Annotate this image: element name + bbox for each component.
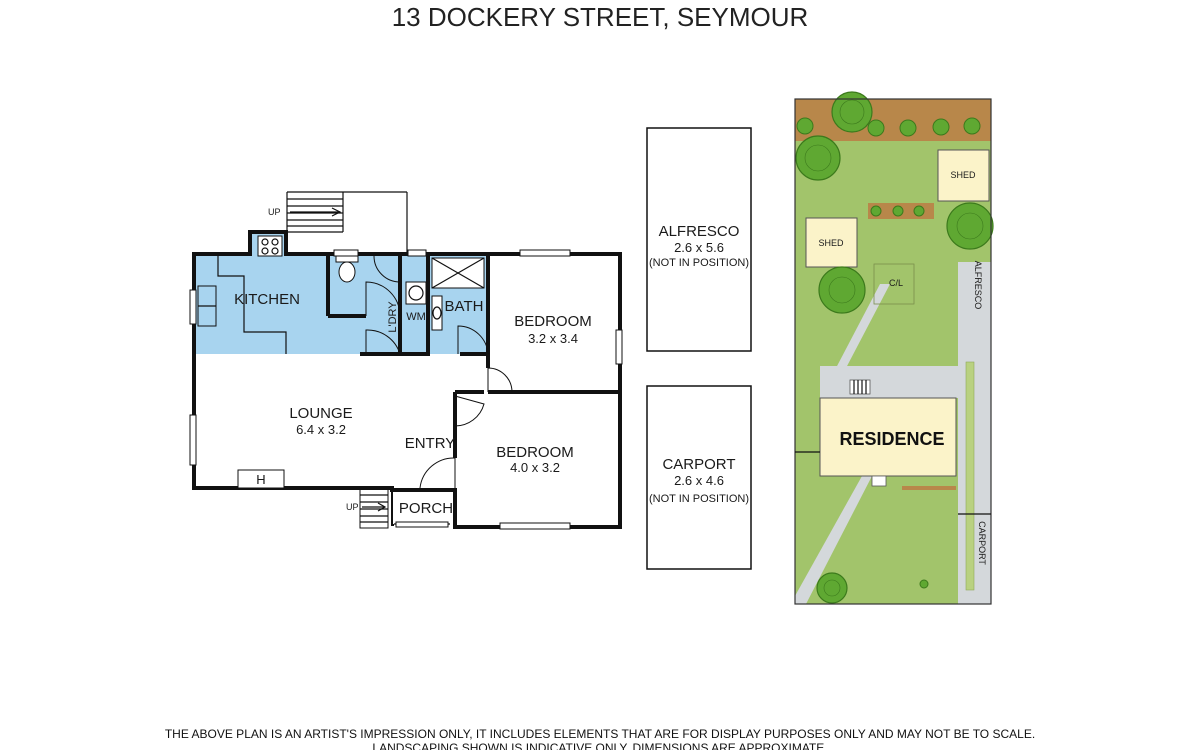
bath-fixtures	[431, 257, 489, 355]
property-title: 13 DOCKERY STREET, SEYMOUR	[392, 2, 809, 32]
clothesline-label: C/L	[889, 278, 903, 288]
shed-1	[937, 149, 990, 202]
site-alfresco-label: ALFRESCO	[973, 261, 983, 310]
alfresco-label: ALFRESCO	[659, 223, 740, 240]
site-plan: RESIDENCE SHED SHED C/L ALFRESCO CARPORT	[794, 91, 994, 605]
shed-2-label: SHED	[818, 238, 844, 248]
carport-note: (NOT IN POSITION)	[649, 493, 749, 505]
interior-walls	[326, 254, 620, 527]
alfresco-plan: ALFRESCO 2.6 x 5.6 (NOT IN POSITION)	[646, 127, 752, 352]
exterior-walls	[192, 230, 622, 529]
bedroom-1-label: BEDROOM	[514, 313, 592, 330]
porch	[391, 490, 450, 528]
disclaimer-line-1: THE ABOVE PLAN IS AN ARTIST'S IMPRESSION…	[165, 727, 1035, 741]
residence-label: RESIDENCE	[839, 429, 944, 449]
lounge-size: 6.4 x 3.2	[296, 422, 346, 437]
kitchen-fixtures	[197, 235, 287, 354]
up-label-front: UP	[346, 502, 359, 512]
disclaimer-line-2: LANDSCAPING SHOWN IS INDICATIVE ONLY. DI…	[372, 741, 827, 750]
laundry-fixtures	[335, 255, 427, 355]
entry-label: ENTRY	[405, 435, 456, 452]
bath-label: BATH	[445, 298, 484, 315]
alfresco-note: (NOT IN POSITION)	[649, 257, 749, 269]
rear-stairs: UP	[268, 191, 408, 254]
laundry-label: L'DRY	[387, 301, 399, 333]
shed-1-label: SHED	[950, 170, 976, 180]
bedroom-2-size: 4.0 x 3.2	[510, 460, 560, 475]
kitchen-label: KITCHEN	[234, 291, 300, 308]
porch-label: PORCH	[399, 500, 453, 517]
deck	[820, 366, 958, 398]
alfresco-size: 2.6 x 5.6	[674, 240, 724, 255]
kitchen-area	[194, 232, 328, 354]
site-carport-label: CARPORT	[977, 521, 987, 565]
house-floor-plan: UP	[189, 191, 623, 530]
clothesline	[873, 263, 915, 305]
bedroom-2-label: BEDROOM	[496, 444, 574, 461]
washing-machine-label: WM	[406, 311, 426, 323]
windows	[189, 249, 623, 530]
heater	[237, 469, 285, 489]
front-stairs: UP	[346, 487, 389, 529]
shed-2	[805, 217, 858, 268]
path-north	[836, 284, 890, 368]
carport-plan: CARPORT 2.6 x 4.6 (NOT IN POSITION)	[646, 385, 752, 570]
carport-size: 2.6 x 4.6	[674, 473, 724, 488]
up-label-rear: UP	[268, 207, 281, 217]
doors	[419, 367, 513, 489]
residence-building	[819, 397, 957, 477]
carport-label: CARPORT	[662, 456, 735, 473]
bedroom-1-size: 3.2 x 3.4	[528, 331, 578, 346]
trees	[795, 91, 994, 604]
lounge-label: LOUNGE	[289, 405, 352, 422]
rear-garden-bed	[795, 99, 991, 141]
driveway-path	[795, 476, 872, 604]
heater-label: H	[256, 472, 265, 487]
